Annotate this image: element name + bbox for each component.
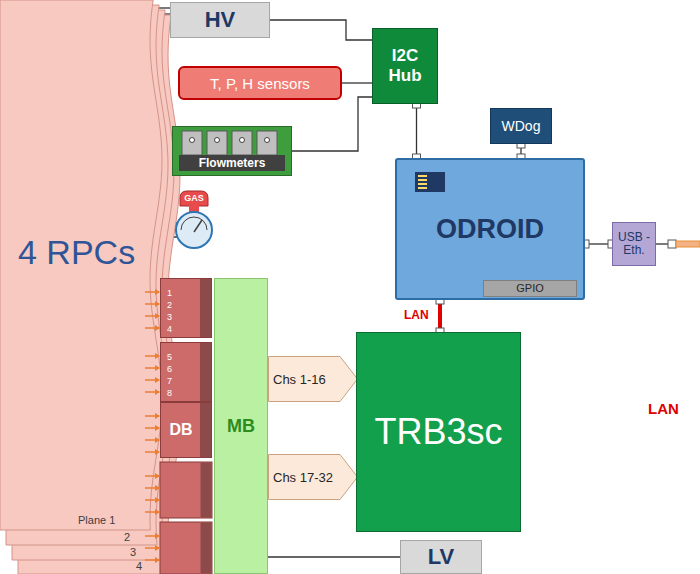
plane-shape xyxy=(0,0,162,530)
arrow-shape xyxy=(269,455,358,500)
sd-contact xyxy=(418,187,427,189)
signal-arrowhead xyxy=(155,545,160,551)
flowmeter-tube xyxy=(182,131,202,155)
sd-contact xyxy=(418,183,427,185)
signal-wire xyxy=(342,82,372,83)
connector-strip xyxy=(201,463,212,518)
node-label: 6 xyxy=(167,363,172,375)
node-label: HV xyxy=(205,7,236,33)
signal-wire xyxy=(270,20,372,40)
gauge-needle xyxy=(194,220,202,232)
sd-contact xyxy=(418,175,427,177)
gas-cap xyxy=(180,191,208,206)
node-label: 3 xyxy=(167,311,172,323)
daughter-board: DB xyxy=(160,402,212,458)
ethernet-port xyxy=(668,240,676,248)
node-label: MB xyxy=(227,416,255,437)
node-label: USB - Eth. xyxy=(615,231,653,257)
node-label: LV xyxy=(428,544,454,570)
flowmeter-box: Flowmeters xyxy=(172,126,292,176)
flowmeter-float xyxy=(240,138,245,143)
edge-label-box: LAN xyxy=(404,308,429,323)
signal-wire xyxy=(268,556,400,557)
node-label: Flowmeters xyxy=(179,155,285,171)
node-label: 1 xyxy=(167,287,172,299)
flowmeter-tube xyxy=(257,131,277,155)
node-label: DB xyxy=(169,421,192,439)
connector-strip xyxy=(201,523,212,574)
node-label: ODROID xyxy=(436,214,544,245)
signal-wire xyxy=(416,104,417,158)
flowmeter-tube xyxy=(207,131,227,155)
flowmeter-tube xyxy=(232,131,252,155)
plane-label: 4 RPCs xyxy=(18,232,135,272)
usb-wire xyxy=(656,243,668,244)
gauge-dial xyxy=(176,212,212,248)
node-label: 4 xyxy=(167,323,172,335)
hv-supply-box: HV xyxy=(170,2,270,38)
ethernet-cable xyxy=(676,241,700,247)
free-label-box: LAN xyxy=(648,400,679,417)
signal-arrowhead xyxy=(155,533,160,539)
node-label: 8 xyxy=(167,387,172,399)
mother-board: MB xyxy=(214,278,268,574)
node-label: 7 xyxy=(167,375,172,387)
node-label: WDog xyxy=(502,118,541,134)
daughter-board: 1234 xyxy=(160,278,212,338)
node-label: Chs 1-16 xyxy=(273,372,326,387)
node-label: T, P, H sensors xyxy=(210,75,310,92)
daughter-board: 5678 xyxy=(160,342,212,402)
node-label: 5 xyxy=(167,351,172,363)
node-label: GPIO xyxy=(516,282,544,295)
node-label: 2 xyxy=(167,299,172,311)
odroid-board: ODROID GPIO xyxy=(395,158,585,300)
network-label: LAN xyxy=(648,400,679,417)
sensor-box: T, P, H sensors xyxy=(178,66,342,100)
plane-number: 4 xyxy=(136,560,142,573)
signal-arrowhead xyxy=(155,497,160,503)
sd-contact xyxy=(418,179,427,181)
signal-wire xyxy=(292,97,372,151)
gpio-header: GPIO xyxy=(483,280,577,297)
gauge-scale xyxy=(181,217,207,230)
sd-card xyxy=(415,172,445,192)
plane-number: 2 xyxy=(124,531,130,544)
node-label: Chs 17-32 xyxy=(273,470,333,485)
i2c-hub-box: I2C Hub xyxy=(372,28,438,104)
plane-number: 3 xyxy=(130,546,136,559)
signal-arrowhead xyxy=(155,557,160,563)
channel-arrow: Chs 1-16 xyxy=(268,356,358,402)
daughter-board-shape xyxy=(160,522,212,574)
lv-supply-box: LV xyxy=(400,540,482,574)
plane-label: Plane 1 xyxy=(78,514,115,527)
gas-neck xyxy=(189,205,199,212)
daughter-board-shape xyxy=(160,462,212,518)
node-label: TRB3sc xyxy=(374,411,502,453)
usb-ethernet-adapter: USB - Eth. xyxy=(612,222,656,266)
watchdog-box: WDog xyxy=(490,108,552,144)
signal-arrowhead xyxy=(155,473,160,479)
channel-arrow: Chs 17-32 xyxy=(268,454,358,500)
node-label: I2C Hub xyxy=(377,46,433,86)
lan-cable xyxy=(438,300,442,332)
signal-arrowhead xyxy=(155,509,160,515)
gas-gauge: GAS xyxy=(172,190,216,250)
flowmeter-float xyxy=(265,138,270,143)
node-label: GAS xyxy=(184,193,204,204)
edge-label: LAN xyxy=(404,308,429,323)
rpc-plane: 4 RPCsPlane 1 xyxy=(0,0,165,530)
flowmeter-float xyxy=(215,138,220,143)
signal-arrowhead xyxy=(155,485,160,491)
trb-board: TRB3sc xyxy=(356,332,521,532)
flowmeter-float xyxy=(190,138,195,143)
arrow-shape xyxy=(269,357,358,402)
